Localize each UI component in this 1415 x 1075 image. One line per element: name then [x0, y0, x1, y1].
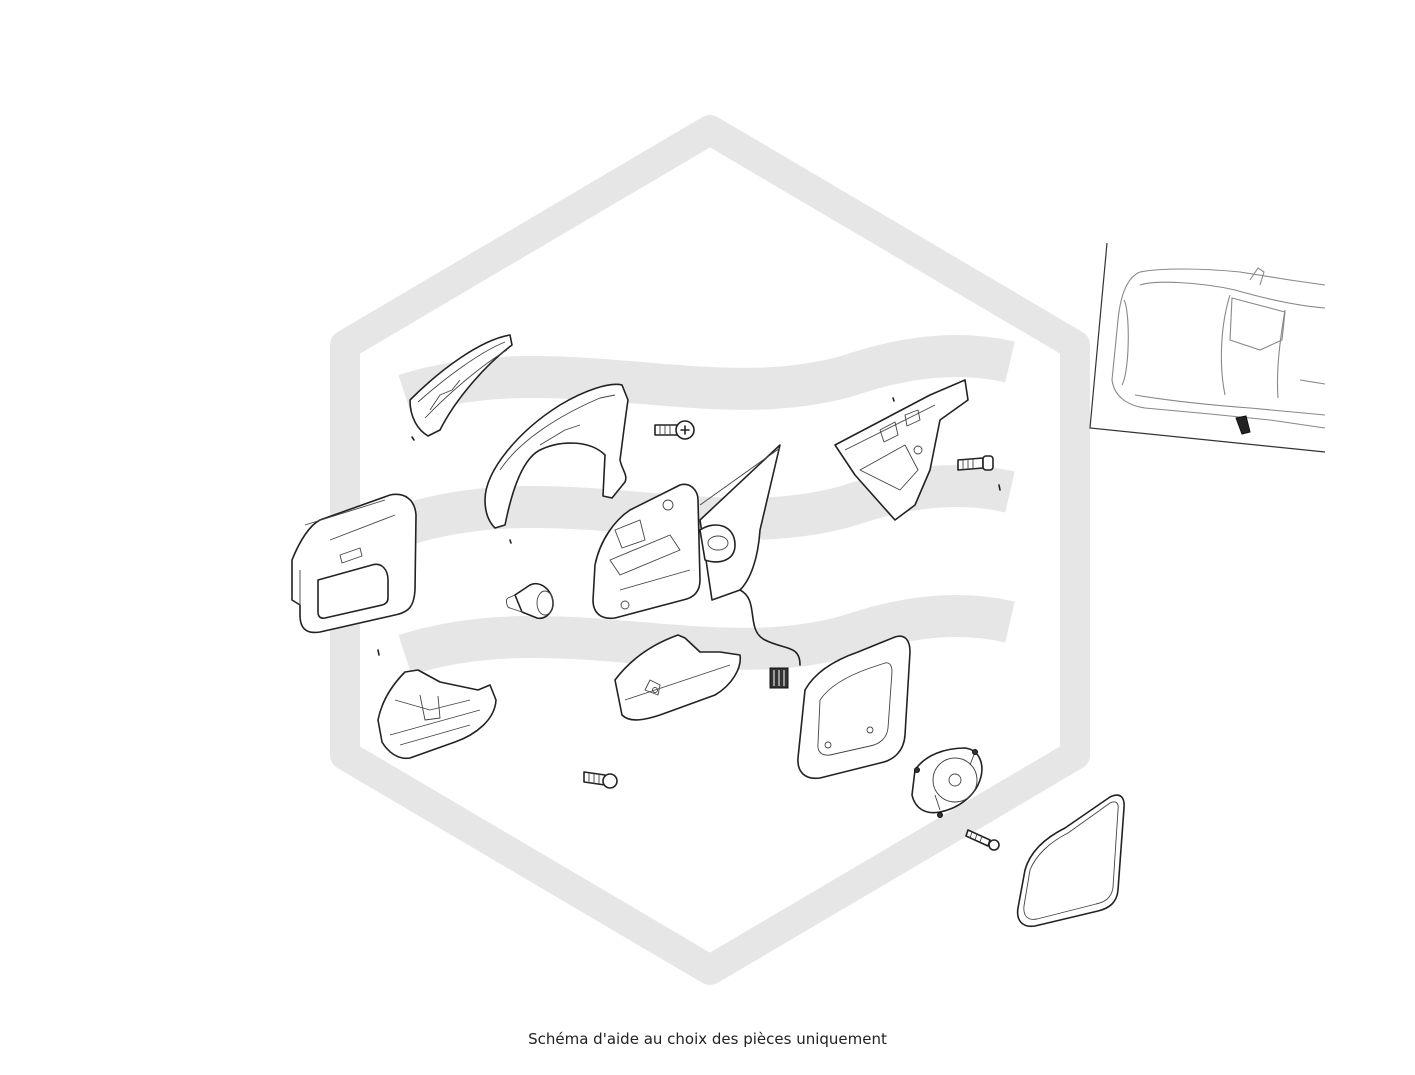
mirror-mounting-bracket[interactable]: [834, 379, 969, 521]
mirror-base-motor-assembly[interactable]: [592, 444, 801, 666]
mirror-cover-upper[interactable]: [484, 383, 629, 544]
adjustment-motor[interactable]: [911, 747, 983, 818]
screw-3[interactable]: [583, 771, 618, 789]
puddle-lamp-housing[interactable]: [377, 669, 497, 760]
car-top-view-icon: [1089, 242, 1326, 453]
bulb[interactable]: [506, 583, 554, 620]
mirror-glass[interactable]: [1016, 794, 1125, 928]
screw-4[interactable]: [965, 829, 1000, 851]
watermark-logo-icon: [330, 115, 1090, 985]
screw-1[interactable]: [654, 420, 695, 440]
diagram-caption: Schéma d'aide au choix des pièces unique…: [528, 1030, 887, 1048]
glass-frame[interactable]: [797, 635, 911, 780]
screw-2[interactable]: [957, 455, 1001, 491]
turn-signal-indicator[interactable]: [409, 334, 513, 441]
mirror-lower-cover[interactable]: [614, 634, 741, 721]
connector-plug[interactable]: [769, 667, 789, 689]
mirror-housing-frame[interactable]: [291, 493, 417, 656]
